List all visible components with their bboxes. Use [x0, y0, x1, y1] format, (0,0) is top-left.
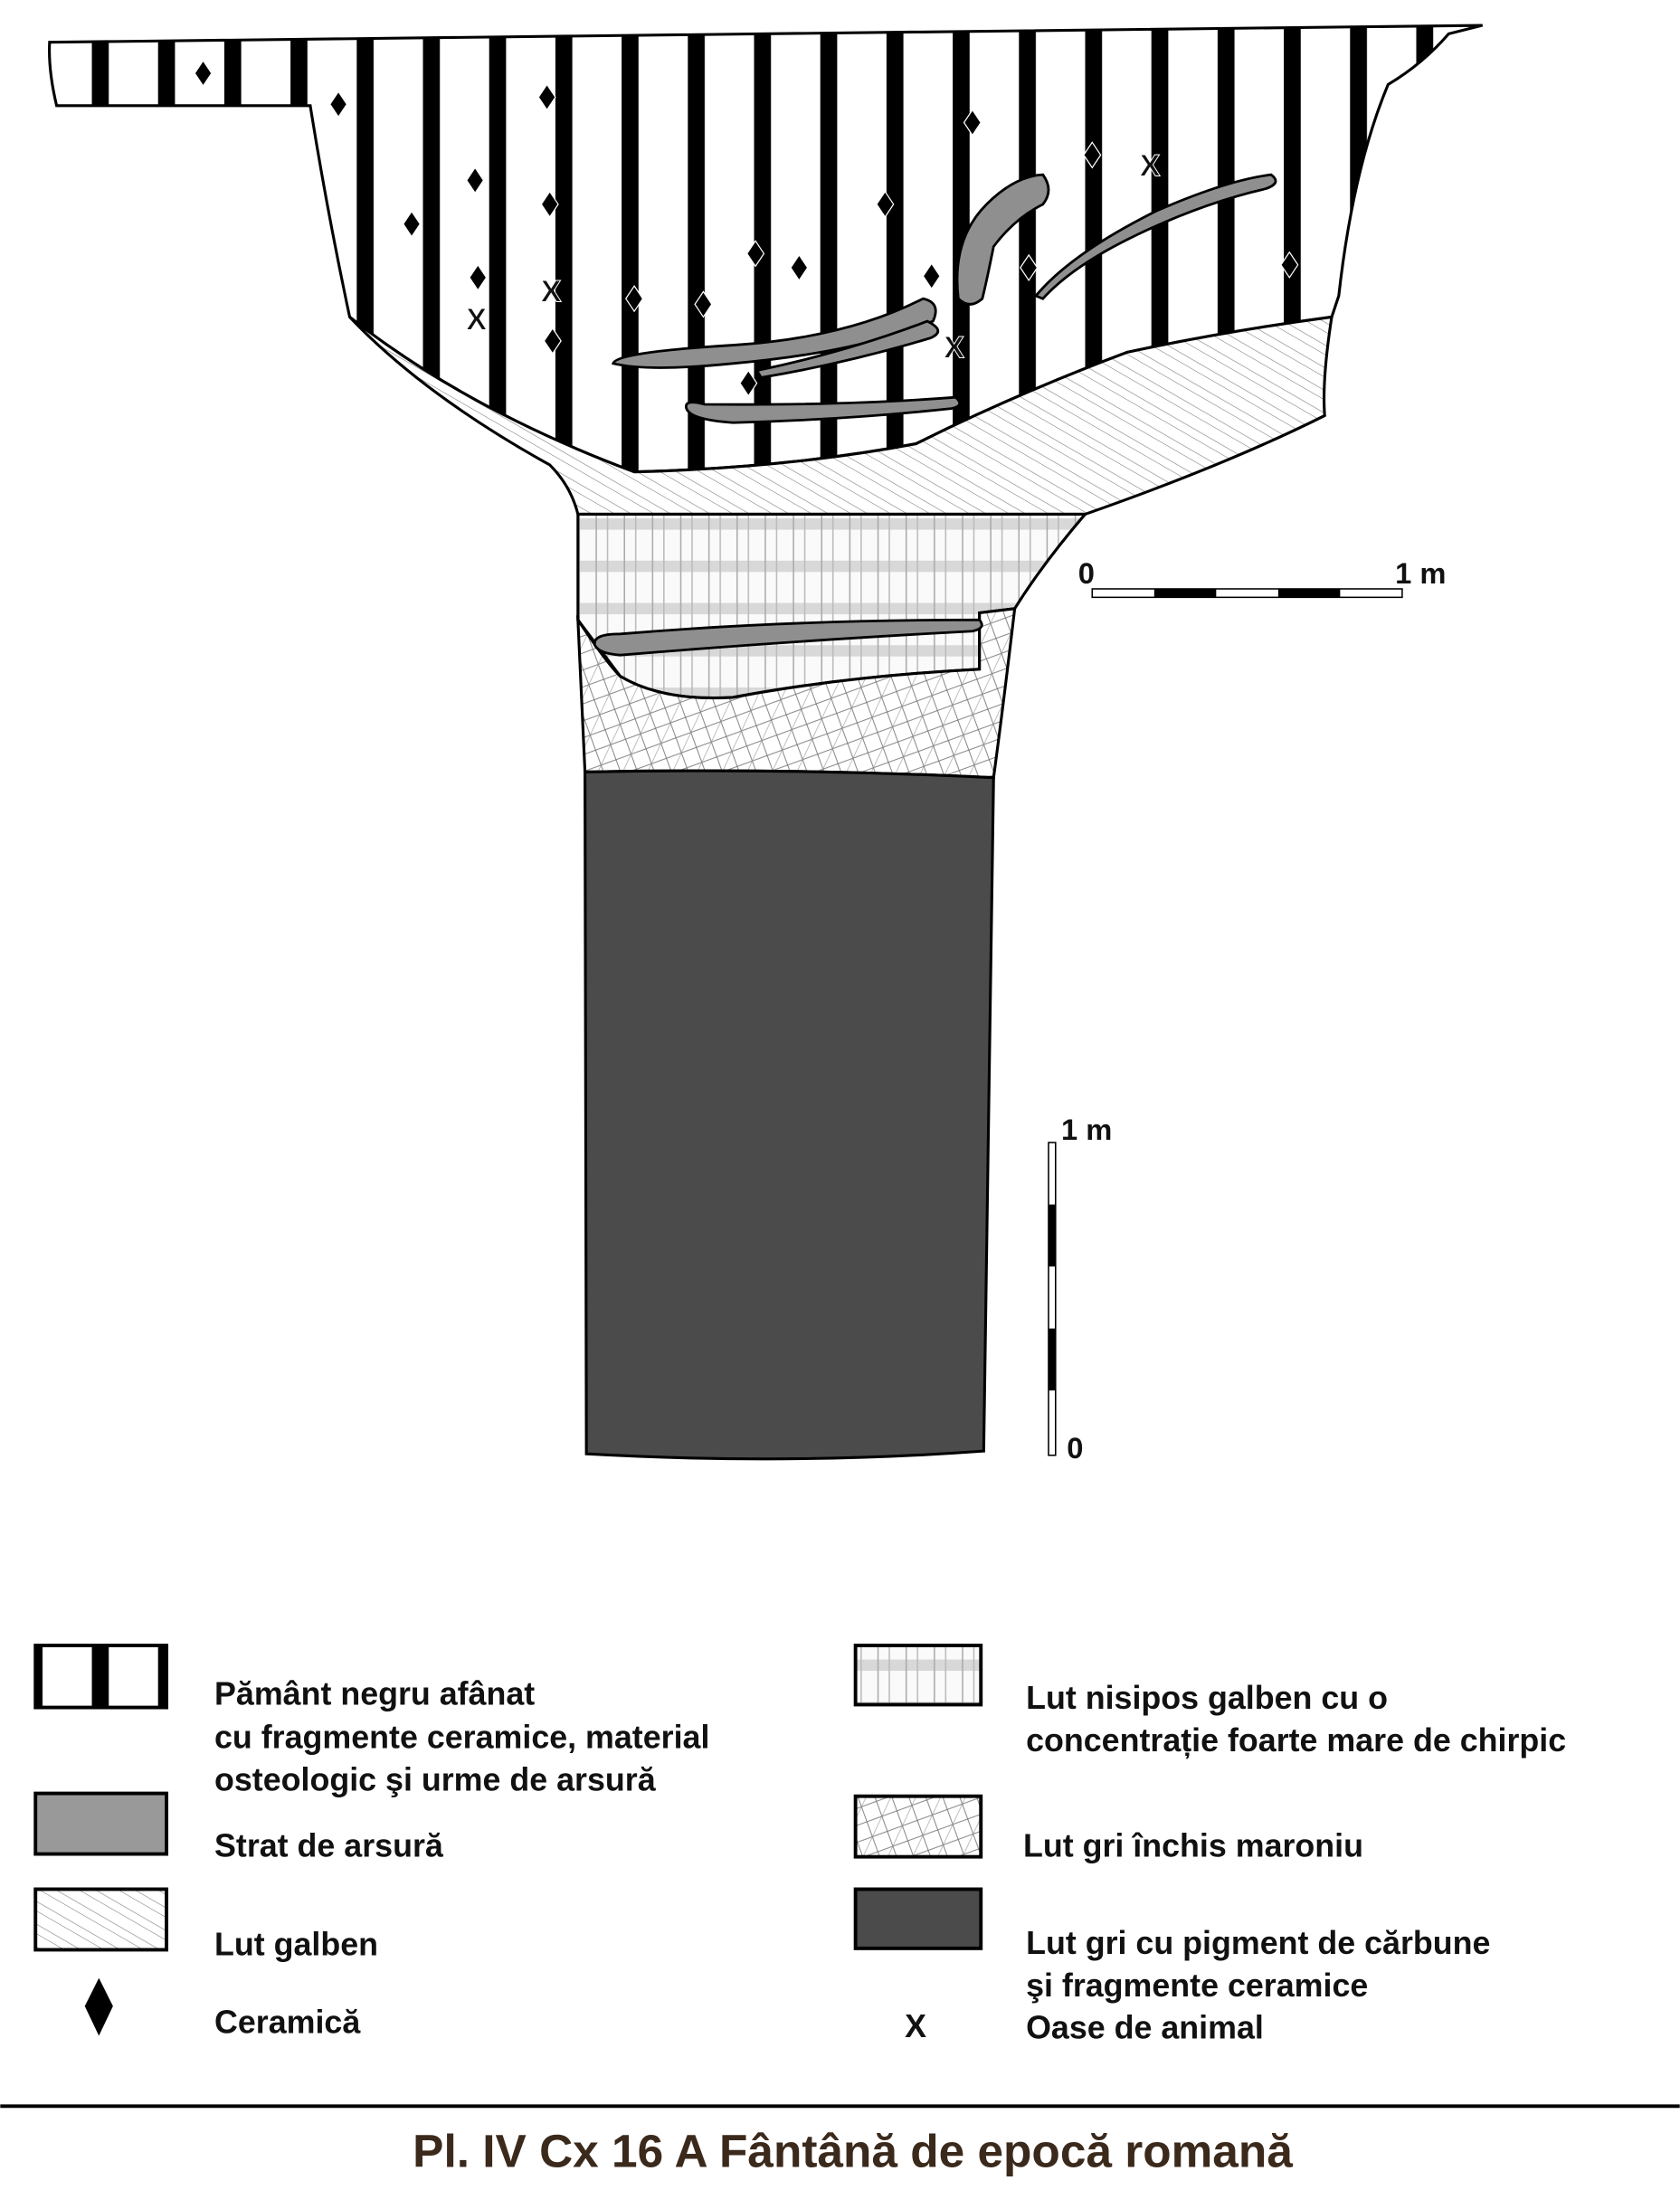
ceramic-diamond-icon	[537, 83, 556, 111]
plate-title: Pl. IV Cx 16 A Fântână de epocă romană	[413, 2124, 1293, 2176]
ceramic-diamond-icon	[745, 240, 765, 268]
burnt-lens	[612, 297, 937, 369]
burnt-lens	[684, 395, 962, 424]
legend-swatch-yellow-clay	[33, 1887, 169, 1952]
legend-label-sandy-clay: Lut nisipos galben cu o concentrație foa…	[1026, 1680, 1566, 1759]
legend-swatch-charcoal-clay	[853, 1887, 983, 1950]
bone-x-icon: X	[944, 331, 964, 365]
burnt-lens	[1033, 173, 1277, 300]
vertical-scale-bar: 1 m 0	[1048, 1113, 1112, 1465]
legend-swatch-dark-grey-clay	[853, 1794, 983, 1859]
ceramic-diamond-icon	[402, 210, 422, 238]
bone-x-icon: X	[466, 302, 487, 337]
ceramic-diamond-icon	[963, 109, 982, 137]
legend-label-ceramic: Ceramică	[214, 2004, 361, 2040]
ceramic-diamond-icon	[1020, 253, 1039, 282]
ceramic-diamond-icon	[84, 1977, 113, 2036]
scale-v-zero: 0	[1067, 1431, 1083, 1465]
legend-label-burnt: Strat de arsură	[214, 1828, 444, 1864]
ceramic-markers	[194, 59, 1299, 397]
legend-label-black-earth: Pământ negru afânat cu fragmente ceramic…	[214, 1675, 718, 1797]
legend-label-yellow-clay: Lut galben	[214, 1927, 378, 1963]
bone-x-icon: X	[1140, 149, 1161, 184]
horizontal-scale-bar: 0 1 m	[1078, 556, 1446, 599]
ceramic-diamond-icon	[625, 285, 644, 313]
legend-swatch-black-earth	[33, 1644, 169, 1710]
bone-x-icon: X	[541, 274, 562, 308]
bone-markers: X X X X	[466, 148, 1161, 365]
ceramic-diamond-icon	[1280, 251, 1299, 279]
burnt-lenses	[593, 173, 1277, 657]
layer-sandy-clay	[576, 512, 1088, 700]
ceramic-diamond-icon	[328, 90, 348, 119]
ceramic-diamond-icon	[543, 327, 562, 356]
burnt-lens	[755, 319, 940, 379]
bone-x-icon: X	[905, 2008, 926, 2044]
scale-h-zero: 0	[1078, 556, 1095, 590]
scale-v-end: 1 m	[1061, 1113, 1112, 1146]
legend-label-dark-grey-clay: Lut gri închis maroniu	[1023, 1828, 1363, 1864]
ceramic-diamond-icon	[694, 290, 713, 318]
legend-label-bones: Oase de animal	[1026, 2010, 1264, 2046]
ceramic-diamond-icon	[790, 253, 809, 282]
ceramic-diamond-icon	[469, 263, 488, 291]
ceramic-diamond-icon	[466, 166, 485, 194]
ceramic-diamond-icon	[1083, 141, 1102, 169]
ceramic-diamond-icon	[194, 59, 213, 88]
scale-h-end: 1 m	[1395, 556, 1446, 590]
layer-yellow-clay	[348, 315, 1334, 517]
ceramic-diamond-icon	[540, 190, 559, 218]
ceramic-diamond-icon	[739, 369, 758, 397]
legend: Pământ negru afânat cu fragmente ceramic…	[33, 1644, 1566, 2046]
legend-swatch-sandy-clay	[853, 1644, 983, 1707]
ceramic-diamond-icon	[876, 190, 895, 218]
burnt-lens	[955, 173, 1050, 306]
layer-charcoal-clay	[584, 769, 995, 1461]
ceramic-diamond-icon	[922, 262, 941, 290]
burnt-lens	[593, 618, 983, 657]
legend-swatch-burnt	[33, 1791, 169, 1856]
legend-label-charcoal-clay: Lut gri cu pigment de cărbune şi fragmen…	[1026, 1925, 1499, 2004]
